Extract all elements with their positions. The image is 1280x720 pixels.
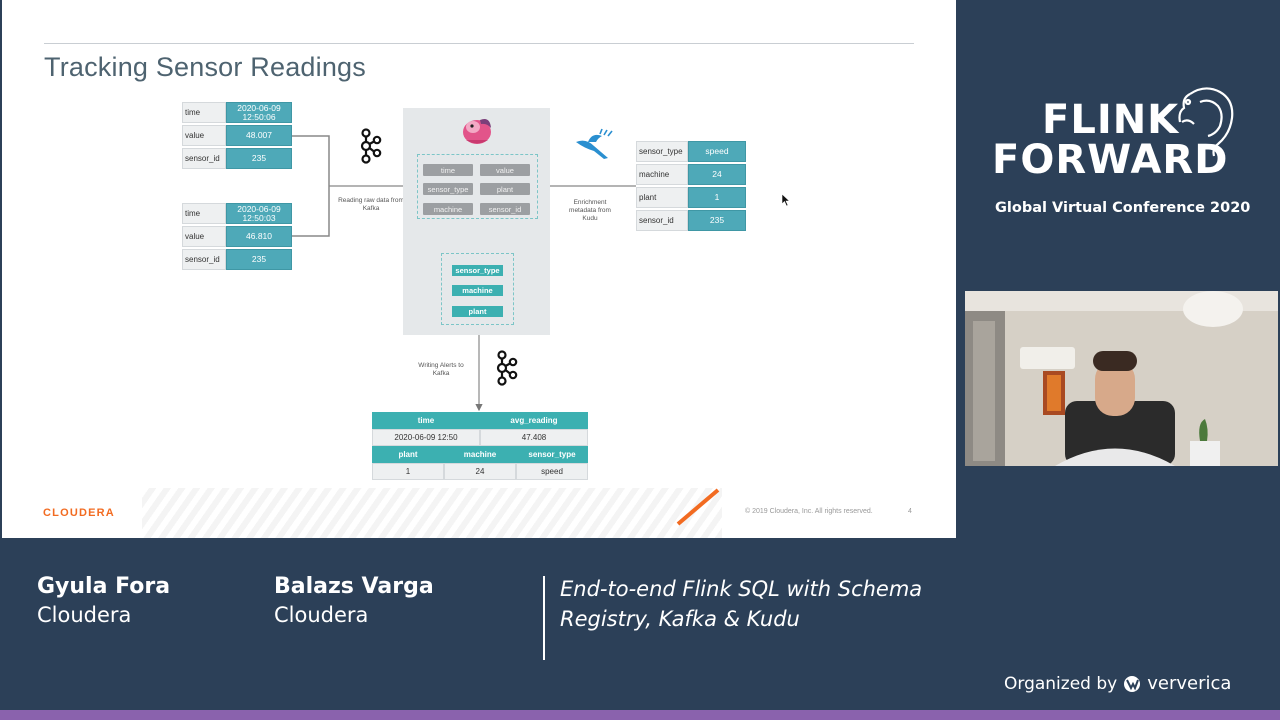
field-chip: sensor_type: [423, 183, 473, 195]
field-chip: plant: [480, 183, 530, 195]
record-value: 235: [226, 148, 292, 169]
field-chip: value: [480, 164, 530, 176]
record-value: 48.007: [226, 125, 292, 146]
logo-line-2: FORWARD: [992, 137, 1229, 183]
record-key: value: [182, 226, 226, 247]
speaker-2-org: Cloudera: [274, 603, 369, 627]
speaker-1-name: Gyula Fora: [37, 574, 171, 599]
record-key: value: [182, 125, 226, 146]
logo-line-1: FLINK: [1042, 97, 1180, 143]
kafka-icon: [360, 128, 382, 164]
conference-subtitle: Global Virtual Conference 2020: [995, 200, 1251, 216]
table-header-cell: sensor_type: [516, 446, 588, 463]
record-key: sensor_id: [636, 210, 688, 231]
record-key: machine: [636, 164, 688, 185]
record-key: plant: [636, 187, 688, 208]
record-value: 2020-06-09 12:50:06: [226, 102, 292, 123]
record-value: 24: [688, 164, 746, 185]
record-value: 235: [688, 210, 746, 231]
field-chip: machine: [423, 203, 473, 215]
webcam-scene: [965, 291, 1278, 466]
cloudera-logo: CLOUDERA: [43, 507, 115, 519]
slide-title: Tracking Sensor Readings: [44, 52, 366, 82]
table-cell: 24: [444, 463, 516, 480]
output-field-chip: machine: [452, 285, 503, 296]
record-value: 1: [688, 187, 746, 208]
organizer-credit: Organized by ververica: [1004, 673, 1231, 694]
caption-read-kafka: Reading raw data from Kafka: [338, 197, 404, 212]
flink-output-schema: [441, 253, 514, 325]
speaker-webcam-feed: [965, 291, 1278, 466]
speaker-2-name: Balazs Varga: [274, 574, 434, 599]
table-header-row: plant machine sensor_type: [372, 446, 588, 463]
table-row: 2020-06-09 12:50 47.408: [372, 429, 588, 446]
field-chip: sensor_id: [480, 203, 530, 215]
talk-title: End-to-end Flink SQL with Schema Registr…: [560, 574, 922, 634]
caption-write-kafka: Writing Alerts to Kafka: [418, 362, 464, 377]
table-header-cell: plant: [372, 446, 444, 463]
table-header-cell: avg_reading: [480, 412, 588, 429]
record-value: speed: [688, 141, 746, 162]
input-record-1: time 2020-06-09 12:50:06 value 48.007 se…: [182, 102, 292, 169]
table-cell: speed: [516, 463, 588, 480]
organizer-name: ververica: [1147, 673, 1232, 694]
slide-page-number: 4: [908, 508, 912, 515]
mouse-cursor-icon: [781, 193, 791, 207]
output-field-chip: sensor_type: [452, 265, 503, 276]
table-header-cell: machine: [444, 446, 516, 463]
copyright-text: © 2019 Cloudera, Inc. All rights reserve…: [745, 508, 873, 515]
output-field-chip: plant: [452, 306, 503, 317]
table-row: 1 24 speed: [372, 463, 588, 480]
input-record-2: time 2020-06-09 12:50:03 value 46.810 se…: [182, 203, 292, 270]
record-key: sensor_id: [182, 249, 226, 270]
speaker-1-org: Cloudera: [37, 603, 132, 627]
flink-input-schema: [417, 154, 538, 219]
orange-slash-decoration: [676, 488, 720, 526]
table-header-cell: time: [372, 412, 480, 429]
ververica-logo-icon: [1124, 675, 1141, 692]
squirrel-outline-icon: [1178, 87, 1234, 157]
organized-by-label: Organized by: [1004, 673, 1118, 694]
record-key: time: [182, 203, 226, 224]
lower-third-divider: [543, 576, 545, 660]
slide-top-rule: [44, 43, 914, 44]
diagram-connectors: [292, 135, 636, 412]
table-cell: 47.408: [480, 429, 588, 446]
kudu-icon: [576, 128, 613, 159]
record-value: 2020-06-09 12:50:03: [226, 203, 292, 224]
flink-processing-box: time value sensor_type plant machine sen…: [403, 108, 550, 335]
record-value: 235: [226, 249, 292, 270]
talk-title-line-1: End-to-end Flink SQL with Schema: [560, 577, 923, 601]
table-header-row: time avg_reading: [372, 412, 588, 429]
alerts-output-table: time avg_reading 2020-06-09 12:50 47.408…: [372, 412, 588, 480]
table-cell: 1: [372, 463, 444, 480]
record-key: sensor_id: [182, 148, 226, 169]
enrichment-record: sensor_type speed machine 24 plant 1 sen…: [636, 141, 746, 231]
flink-forward-logo: FLINK FORWARD: [992, 100, 1228, 180]
table-cell: 2020-06-09 12:50: [372, 429, 480, 446]
caption-enrich-kudu: Enrichment metadata from Kudu: [569, 199, 611, 222]
field-chip: time: [423, 164, 473, 176]
talk-title-line-2: Registry, Kafka & Kudu: [560, 607, 800, 631]
record-key: time: [182, 102, 226, 123]
bottom-accent-bar: [0, 710, 1280, 720]
flink-squirrel-icon: [463, 119, 491, 144]
record-key: sensor_type: [636, 141, 688, 162]
presentation-slide: Tracking Sensor Readings time 2020-06-09…: [2, 0, 956, 538]
record-value: 46.810: [226, 226, 292, 247]
kafka-icon: [496, 350, 518, 386]
footer-stripes: [142, 488, 722, 538]
